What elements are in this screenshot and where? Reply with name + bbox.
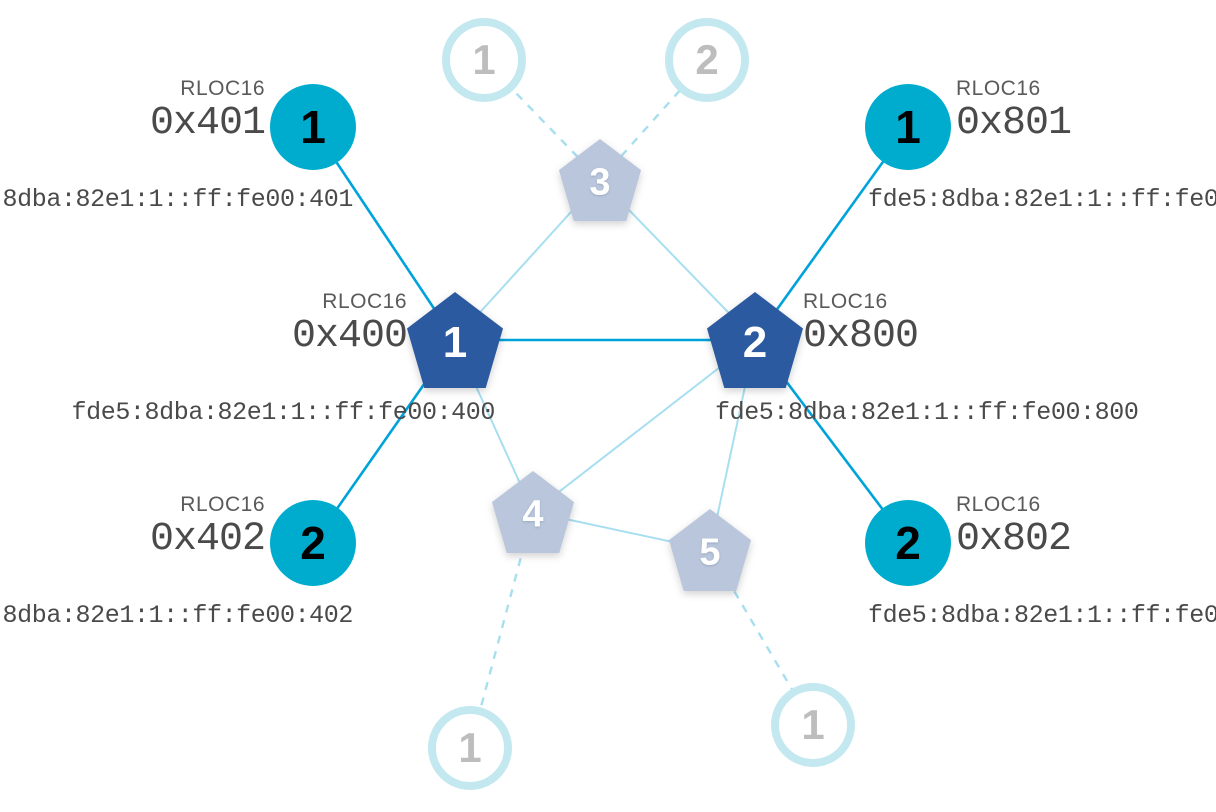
router-pentagon-3: 3 <box>559 139 641 221</box>
ipv6-address-0x802: fde5:8dba:82e1:1::ff:fe00:802 <box>868 601 1216 630</box>
router-pentagon-5: 5 <box>669 509 751 591</box>
rloc16-value: 0x400 <box>291 314 408 359</box>
child-number-label: 1 <box>801 701 825 748</box>
child-node-0x402[interactable]: 2 <box>270 500 356 586</box>
router-number-label: 3 <box>589 161 611 204</box>
router-number-label: 5 <box>699 531 721 574</box>
child-node-child-faded-c[interactable]: 1 <box>428 706 512 790</box>
router-pentagon-1: 1 <box>407 292 503 388</box>
router-node-5[interactable]: 5 <box>669 509 751 591</box>
ipv6-address-0x800: fde5:8dba:82e1:1::ff:fe00:800 <box>715 398 1139 427</box>
child-number-label: 2 <box>300 517 326 569</box>
ipv6-address-0x400: fde5:8dba:82e1:1::ff:fe00:400 <box>71 398 496 427</box>
rloc16-caption: RLOC16 <box>956 493 1041 516</box>
child-node-0x401[interactable]: 1 <box>270 84 356 170</box>
child-node-child-faded-d[interactable]: 1 <box>771 683 855 767</box>
router-node-4[interactable]: 4 <box>492 471 574 553</box>
rloc16-caption: RLOC16 <box>180 77 265 100</box>
child-number-label: 2 <box>895 517 921 569</box>
edge-router-2-to-router-4 <box>532 339 756 513</box>
router-node-3[interactable]: 3 <box>559 139 641 221</box>
child-circle-filled: 2 <box>270 500 356 586</box>
child-circle-filled: 2 <box>865 500 951 586</box>
rloc16-value: 0x802 <box>956 517 1072 562</box>
child-number-label: 1 <box>458 724 482 771</box>
router-number-label: 1 <box>442 318 468 367</box>
rloc16-caption: RLOC16 <box>803 290 888 313</box>
child-number-label: 1 <box>895 101 921 153</box>
child-node-0x801[interactable]: 1 <box>865 84 951 170</box>
child-circle-outline: 1 <box>442 18 526 102</box>
child-node-child-faded-b[interactable]: 2 <box>665 18 749 102</box>
router-node-2[interactable]: 2 <box>707 292 803 388</box>
child-circle-outline: 1 <box>771 683 855 767</box>
edge-router-3-to-child-faded-a <box>483 59 601 181</box>
router-number-label: 2 <box>742 318 768 367</box>
rloc16-value: 0x801 <box>956 101 1072 146</box>
ipv6-address-0x402: fde5:8dba:82e1:1::ff:fe00:402 <box>0 601 353 630</box>
router-pentagon-2: 2 <box>707 292 803 388</box>
child-circle-filled: 1 <box>865 84 951 170</box>
rloc16-value: 0x800 <box>803 314 919 359</box>
edge-child-801-to-router-2 <box>753 126 910 341</box>
rloc16-caption: RLOC16 <box>180 493 265 516</box>
rloc16-value: 0x402 <box>149 517 266 562</box>
ipv6-address-0x801: fde5:8dba:82e1:1::ff:fe00:801 <box>868 185 1216 214</box>
child-number-label: 2 <box>695 36 719 83</box>
router-node-1[interactable]: 1 <box>407 292 503 388</box>
child-number-label: 1 <box>300 101 326 153</box>
ipv6-address-0x401: fde5:8dba:82e1:1::ff:fe00:401 <box>0 185 353 214</box>
child-circle-outline: 1 <box>428 706 512 790</box>
child-node-0x802[interactable]: 2 <box>865 500 951 586</box>
rloc16-caption: RLOC16 <box>956 77 1041 100</box>
child-node-child-faded-a[interactable]: 1 <box>442 18 526 102</box>
rloc16-value: 0x401 <box>149 101 266 146</box>
child-circle-outline: 2 <box>665 18 749 102</box>
rloc16-caption: RLOC16 <box>322 290 407 313</box>
router-pentagon-4: 4 <box>492 471 574 553</box>
child-number-label: 1 <box>472 36 496 83</box>
child-circle-filled: 1 <box>270 84 356 170</box>
router-number-label: 4 <box>522 493 544 536</box>
